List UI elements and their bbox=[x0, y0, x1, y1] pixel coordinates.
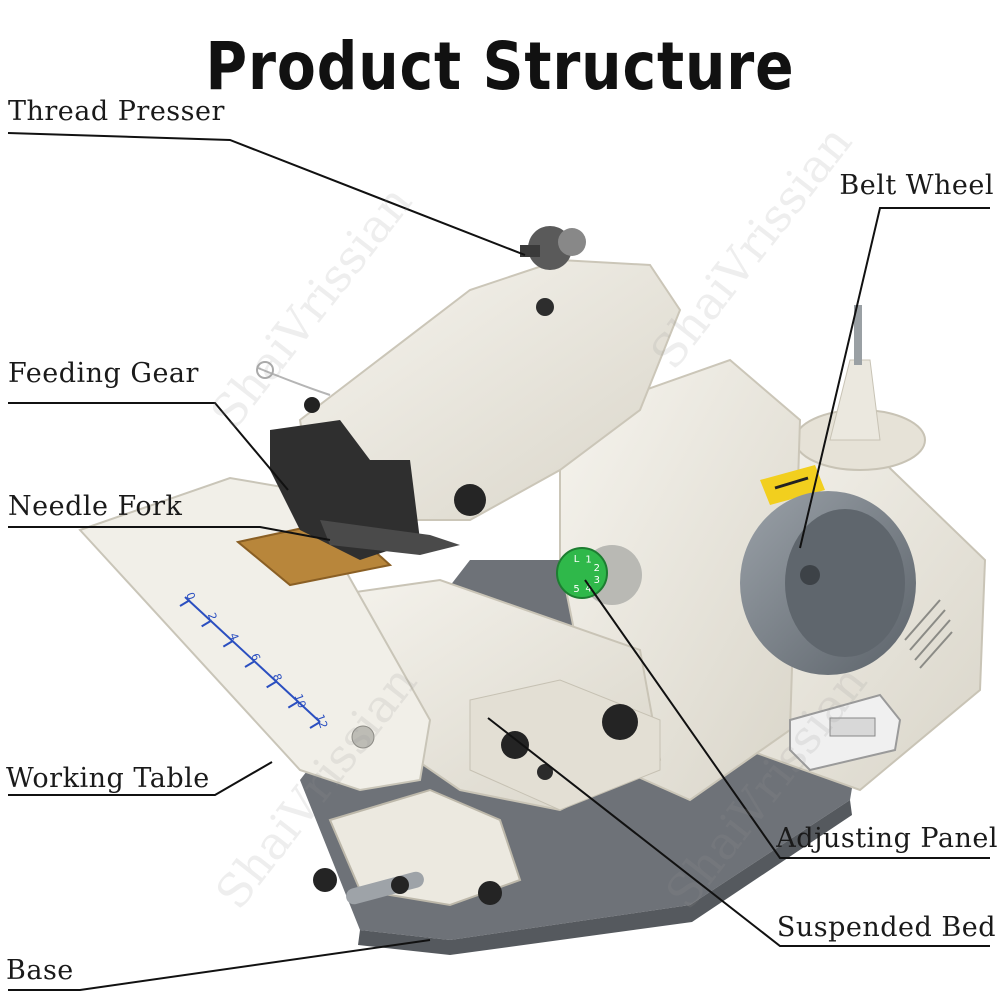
dial-number: 5 bbox=[573, 584, 579, 595]
page-title: Product Structure bbox=[205, 28, 795, 105]
ruler-tick-label: 4 bbox=[227, 631, 242, 642]
ruler-tick-label: 2 bbox=[205, 611, 220, 622]
leader-suspended-bed bbox=[487, 717, 990, 947]
label-base: Base bbox=[6, 955, 74, 986]
dial-number: 3 bbox=[594, 575, 600, 586]
leader-working-table bbox=[8, 761, 273, 796]
motor-vent-grille bbox=[904, 599, 953, 669]
leader-lines bbox=[7, 132, 990, 991]
dial-number: 2 bbox=[594, 563, 600, 574]
ruler-tick bbox=[244, 660, 256, 668]
base-plate-edge bbox=[358, 800, 852, 955]
lever-knob-3 bbox=[391, 876, 409, 894]
leader-thread-presser bbox=[7, 132, 526, 256]
thread-loop bbox=[257, 367, 331, 396]
oil-hole bbox=[536, 298, 554, 316]
ruler-tick bbox=[287, 700, 299, 709]
arm-knob bbox=[454, 484, 486, 516]
label-working-table: Working Table bbox=[6, 763, 210, 794]
needle-fork bbox=[320, 520, 460, 555]
lever-knob-2 bbox=[478, 881, 502, 905]
needle-mechanism bbox=[270, 420, 420, 560]
ruler-tick bbox=[222, 639, 234, 648]
leader-feeding-gear bbox=[8, 402, 289, 491]
leader-belt-wheel bbox=[799, 207, 990, 549]
lever-knob-1 bbox=[313, 868, 337, 892]
belt-wheel-inner bbox=[785, 509, 905, 657]
dial-number: 1 bbox=[585, 554, 591, 565]
label-needle-fork: Needle Fork bbox=[8, 491, 183, 522]
table-screw bbox=[351, 725, 375, 749]
ruler-tick bbox=[309, 721, 321, 729]
label-adjusting-panel: Adjusting Panel bbox=[776, 823, 998, 854]
ruler-tick-label: 0 bbox=[183, 591, 198, 602]
working-table bbox=[78, 476, 432, 792]
label-feeding-gear: Feeding Gear bbox=[8, 358, 199, 389]
thread-guide bbox=[256, 361, 274, 379]
bed-knob-2 bbox=[602, 704, 638, 740]
warning-arrow-icon bbox=[774, 476, 809, 490]
label-suspended-bed: Suspended Bed bbox=[776, 912, 996, 943]
bed-screw bbox=[537, 764, 553, 780]
dial-number: L bbox=[574, 554, 580, 565]
table-ruler bbox=[179, 596, 321, 729]
leader-adjusting-panel bbox=[584, 579, 990, 859]
ruler-tick-label: 6 bbox=[248, 652, 263, 663]
belt-wheel-hub bbox=[800, 565, 820, 585]
stitch-dial bbox=[556, 547, 608, 599]
warning-label bbox=[760, 465, 825, 505]
dial-number: 4 bbox=[585, 584, 591, 595]
leader-needle-fork bbox=[8, 526, 331, 541]
label-belt-wheel: Belt Wheel bbox=[839, 170, 994, 201]
thread-stand-rod bbox=[854, 305, 862, 365]
feed-screw bbox=[304, 397, 320, 413]
ruler-tick-label: 12 bbox=[313, 713, 330, 731]
ruler-tick bbox=[179, 599, 191, 607]
ruler-tick-label: 8 bbox=[270, 672, 285, 683]
ruler-tick bbox=[201, 619, 213, 628]
ruler-tick bbox=[266, 680, 278, 689]
ruler-tick-label: 10 bbox=[292, 692, 309, 710]
power-switch bbox=[829, 717, 876, 737]
label-thread-presser: Thread Presser bbox=[8, 96, 225, 127]
leader-base bbox=[8, 939, 431, 991]
bed-knob-1 bbox=[501, 731, 529, 759]
thread-stand-cone bbox=[829, 359, 881, 441]
